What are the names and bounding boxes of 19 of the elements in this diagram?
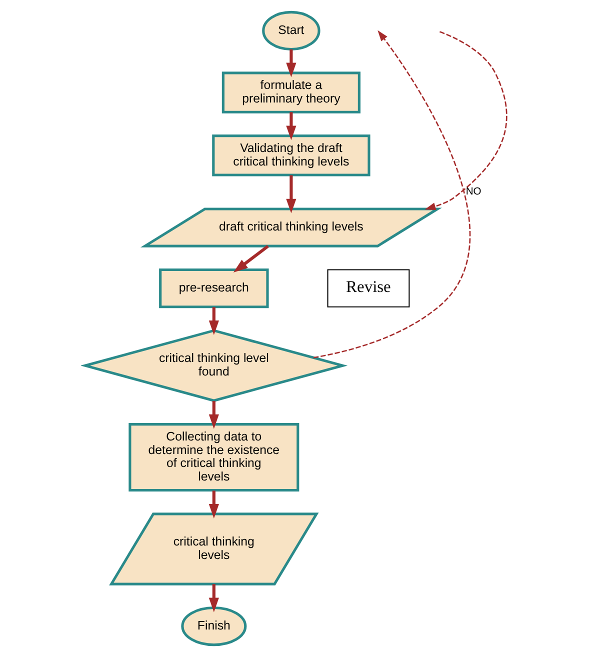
arrow [233, 244, 269, 272]
arrow [313, 30, 470, 358]
arrow [208, 584, 219, 612]
node-ellipse: Start [262, 10, 320, 51]
node-diamond: critical thinking level found [81, 329, 348, 402]
arrow [286, 112, 296, 140]
arrow [286, 175, 296, 214]
node-box: Validating the draft critical thinking levels [212, 134, 370, 176]
node-box: formulate a preliminary theory [222, 72, 360, 114]
arrow [208, 307, 219, 336]
node-box: Revise [327, 269, 410, 308]
edge-label: NO [466, 186, 482, 198]
node-box: pre-research [159, 268, 269, 308]
node-box: Collecting data to determine the existence of critical thinking levels [128, 423, 300, 492]
arrow [208, 401, 219, 429]
node-ellipse: Finish [181, 606, 247, 646]
arrow [208, 490, 219, 519]
arrow [424, 31, 508, 210]
arrow [286, 49, 296, 78]
